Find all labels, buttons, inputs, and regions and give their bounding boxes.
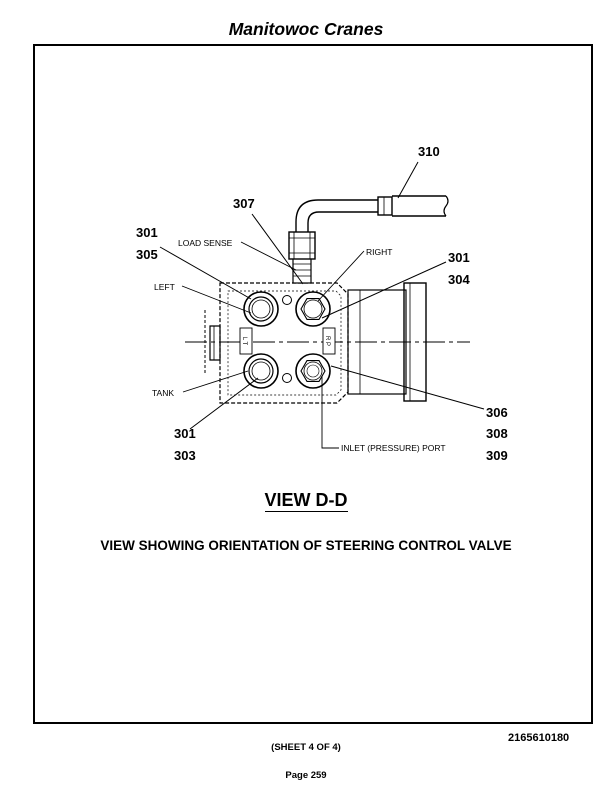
leader-301-305 <box>159 246 252 300</box>
rp-marker-text: R P <box>324 336 330 346</box>
callout-303: 303 <box>174 448 196 463</box>
callout-310: 310 <box>418 144 440 159</box>
lt-marker-text: L T <box>241 337 247 346</box>
view-subtitle: VIEW SHOWING ORIENTATION OF STEERING CON… <box>100 538 512 553</box>
page-header-title: Manitowoc Cranes <box>228 19 384 39</box>
left-flange <box>209 325 221 361</box>
bolt-hole-bottom <box>282 373 292 383</box>
callout-301-b: 301 <box>448 250 470 265</box>
callout-309: 309 <box>486 448 508 463</box>
callout-306: 306 <box>486 405 508 420</box>
leader-306 <box>330 365 485 410</box>
leader-307 <box>251 213 304 285</box>
callout-305: 305 <box>136 247 158 262</box>
port-inlet <box>295 353 331 389</box>
label-inlet: INLET (PRESSURE) PORT <box>341 443 446 453</box>
view-title: VIEW D-D <box>0 490 612 512</box>
label-tank: TANK <box>152 388 174 398</box>
column-housing <box>347 289 407 395</box>
leader-310 <box>397 161 419 199</box>
column-flange <box>403 282 427 402</box>
callout-301-c: 301 <box>174 426 196 441</box>
view-title-text: VIEW D-D <box>264 490 348 512</box>
lt-marker-box <box>239 327 253 355</box>
port-left <box>243 291 279 327</box>
label-load-sense: LOAD SENSE <box>178 238 233 248</box>
document-number: 2165610180 <box>508 732 570 744</box>
leader-301-304 <box>321 261 447 319</box>
leader-right <box>317 250 365 302</box>
bolt-hole-top <box>282 295 292 305</box>
load-sense-fitting <box>288 231 316 284</box>
callout-308: 308 <box>486 426 508 441</box>
leader-301-303 <box>189 377 259 430</box>
drawing-frame <box>33 44 593 724</box>
valve-body-inner <box>227 290 342 396</box>
callout-301-a: 301 <box>136 225 158 240</box>
callout-304: 304 <box>448 272 470 287</box>
port-right <box>295 291 331 327</box>
leader-left <box>181 285 252 314</box>
port-tank <box>243 353 279 389</box>
leader-load-sense <box>240 241 297 271</box>
leader-inlet <box>321 376 339 449</box>
rp-marker-box <box>322 327 336 355</box>
sheet-indicator: (SHEET 4 OF 4) <box>271 742 341 753</box>
hose-310 <box>295 195 449 232</box>
label-left: LEFT <box>154 282 175 292</box>
callout-307: 307 <box>233 196 255 211</box>
leader-tank <box>182 370 249 393</box>
page-number: Page 259 <box>285 770 327 781</box>
label-right: RIGHT <box>366 247 392 257</box>
